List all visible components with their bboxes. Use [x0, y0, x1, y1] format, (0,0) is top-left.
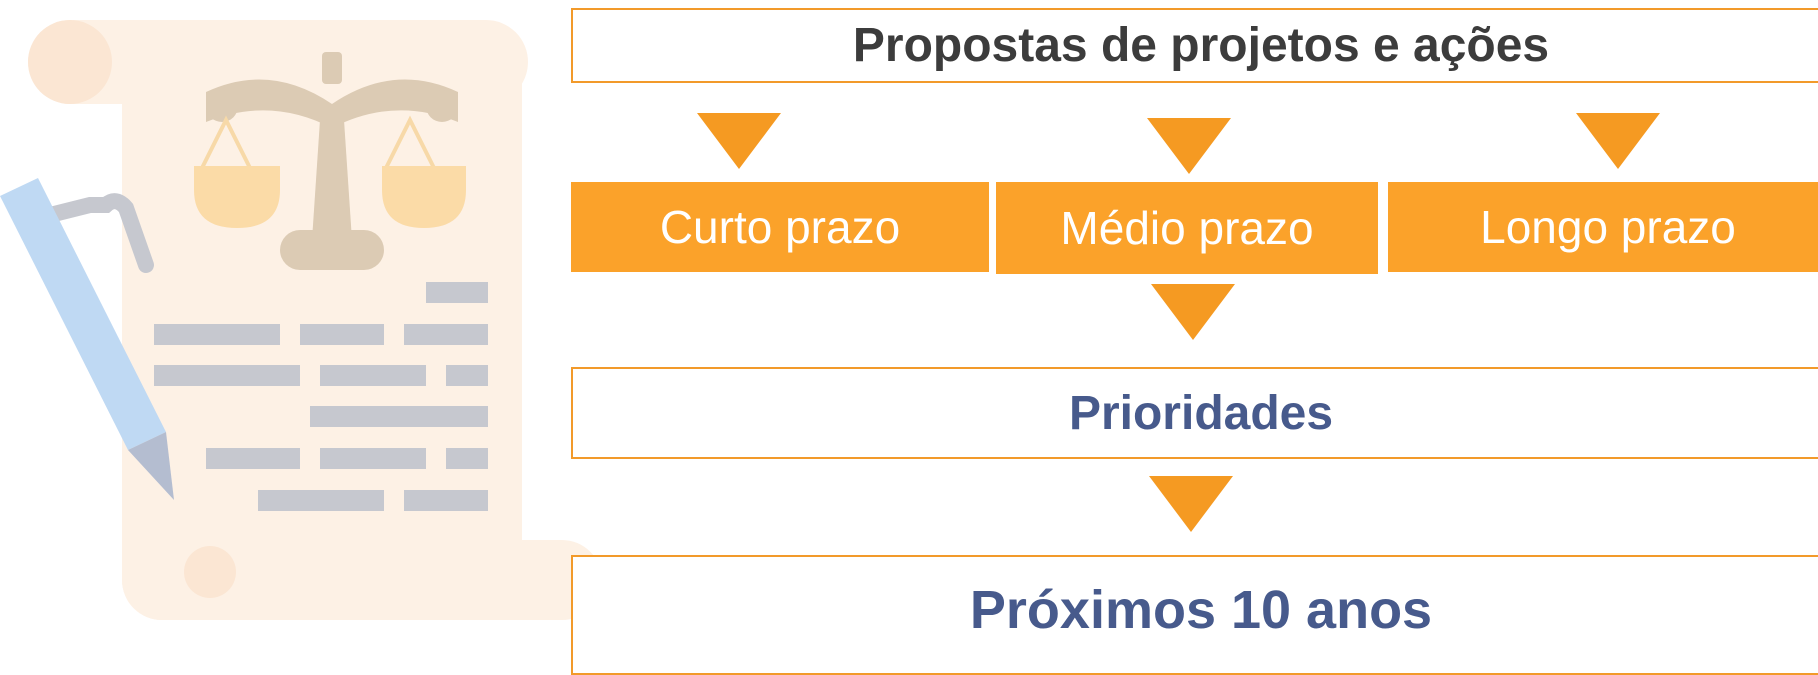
medium-term-label: Médio prazo — [1060, 202, 1314, 254]
priorities-box: Prioridades — [571, 367, 1818, 459]
medium-term-box: Médio prazo — [996, 182, 1378, 274]
legal-document-scale-pen-icon — [0, 20, 602, 620]
short-term-label: Curto prazo — [659, 201, 901, 253]
long-term-box: Longo prazo — [1388, 182, 1818, 272]
long-term-label: Longo prazo — [1480, 201, 1736, 253]
document-text-lines — [154, 282, 488, 511]
arrow-to-long-term — [1576, 113, 1660, 169]
arrow-to-priorities — [1151, 284, 1235, 340]
arrow-to-medium-term — [1147, 118, 1231, 174]
title-box: Propostas de projetos e ações — [571, 8, 1818, 83]
justice-scale-icon — [194, 52, 466, 270]
pen-icon — [0, 178, 174, 500]
next-years-label: Próximos 10 anos — [969, 580, 1433, 640]
arrow-to-short-term — [697, 113, 781, 169]
arrow-to-next-years — [1149, 476, 1233, 532]
priorities-label: Prioridades — [1068, 386, 1334, 440]
next-years-box: Próximos 10 anos — [571, 555, 1818, 675]
diagram-title: Propostas de projetos e ações — [852, 19, 1550, 72]
short-term-box: Curto prazo — [571, 182, 989, 272]
